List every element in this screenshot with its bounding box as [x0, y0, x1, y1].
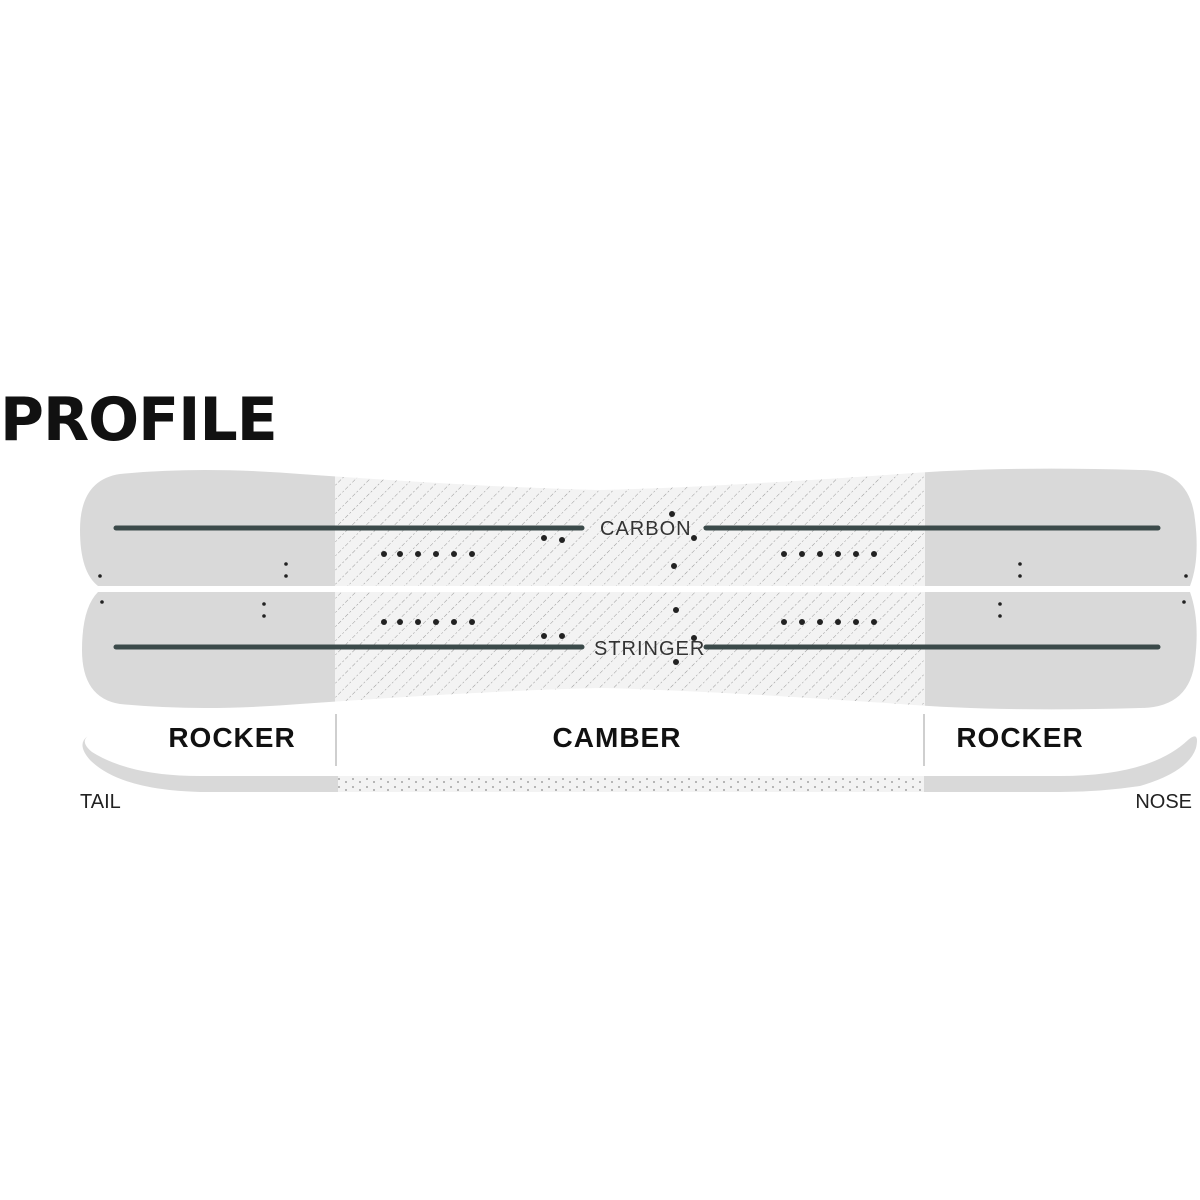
rocker-zone-nose-bottom	[925, 592, 1197, 710]
zone-label-camber: CAMBER	[553, 722, 682, 753]
profile-tail-rocker	[82, 736, 338, 792]
rocker-zone-tail-bottom	[82, 592, 335, 710]
rocker-zone-tail-top	[80, 468, 335, 586]
side-profile	[82, 736, 1197, 792]
profile-camber-texture	[338, 776, 924, 792]
insert-dots	[98, 511, 1188, 665]
stringer-label: STRINGER	[594, 638, 705, 660]
tail-label: TAIL	[80, 791, 121, 813]
nose-label: NOSE	[1135, 791, 1192, 813]
board-bottom-half	[82, 592, 1197, 710]
stringers	[113, 525, 1161, 650]
zone-label-nose-rocker: ROCKER	[956, 722, 1083, 753]
zone-label-tail-rocker: ROCKER	[168, 722, 295, 753]
page-title: PROFILE	[0, 385, 277, 455]
profile-nose-rocker	[924, 736, 1197, 792]
rocker-zone-nose-top	[925, 468, 1197, 586]
carbon-label: CARBON	[600, 518, 692, 540]
